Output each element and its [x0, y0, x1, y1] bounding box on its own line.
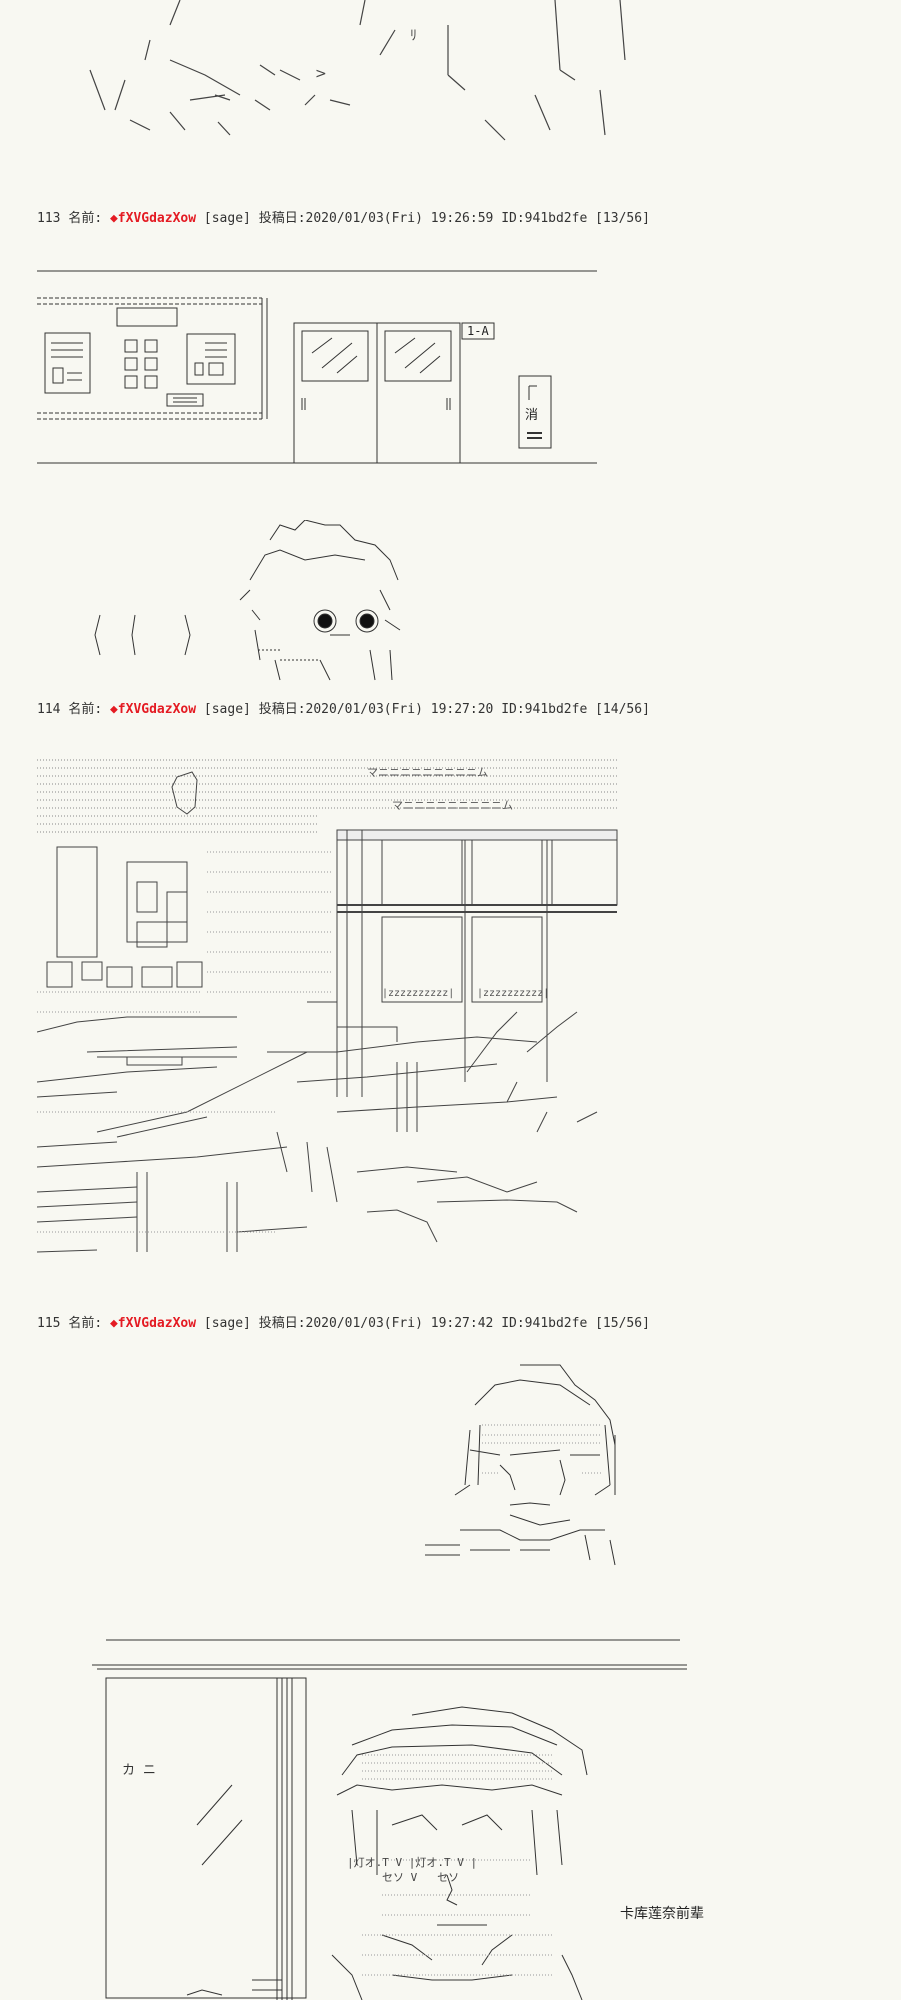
art-text-line: カ ニ	[122, 1763, 156, 1778]
extinguisher-label: 消	[525, 408, 539, 423]
post-id[interactable]: ID:941bd2fe	[501, 702, 588, 717]
name-label: 名前:	[68, 211, 103, 226]
art-text-line: |zzzzzzzzzz|	[382, 988, 455, 999]
ascii-art-large-scene: カ ニ |灯オ.T V |灯オ.T V | セソ V セソ	[92, 1635, 692, 2000]
art-text-line: |zzzzzzzzzz|	[477, 988, 550, 999]
caption: 卡库莲奈前辈	[620, 1906, 704, 1922]
post-id[interactable]: ID:941bd2fe	[501, 1316, 588, 1331]
post-header: 113 名前: ◆fXVGdazXow [sage] 投稿日:2020/01/0…	[37, 207, 650, 226]
post-datetime: 2020/01/03(Fri) 19:26:59	[305, 211, 494, 226]
post-mail: [sage]	[203, 1316, 251, 1331]
post-header: 114 名前: ◆fXVGdazXow [sage] 投稿日:2020/01/0…	[37, 698, 650, 717]
post-index: [15/56]	[595, 1316, 650, 1331]
date-label: 投稿日:	[258, 1316, 306, 1331]
post-number: 113	[37, 211, 61, 226]
post-header: 115 名前: ◆fXVGdazXow [sage] 投稿日:2020/01/0…	[37, 1312, 650, 1331]
date-label: 投稿日:	[258, 702, 306, 717]
post-datetime: 2020/01/03(Fri) 19:27:42	[305, 1316, 494, 1331]
poster-trip[interactable]: ◆fXVGdazXow	[109, 211, 197, 226]
date-label: 投稿日:	[258, 211, 306, 226]
post-index: [13/56]	[595, 211, 650, 226]
post-index: [14/56]	[595, 702, 650, 717]
post-number: 115	[37, 1316, 61, 1331]
name-label: 名前:	[68, 702, 103, 717]
art-text-line: セソ V セソ	[382, 1871, 460, 1884]
art-text-line: マニニニニニニニニニム	[367, 766, 488, 779]
post-datetime: 2020/01/03(Fri) 19:27:20	[305, 702, 494, 717]
ascii-art-classroom: マニニニニニニニニニム マニニニニニニニニニム |zzzzzzzzzz| |zz…	[37, 752, 627, 1262]
post-number: 114	[37, 702, 61, 717]
art-text-line: マニニニニニニニニニム	[392, 799, 513, 812]
post-mail: [sage]	[203, 211, 251, 226]
svg-text:ﾘ: ﾘ	[410, 28, 417, 44]
svg-text:>: >	[315, 66, 327, 82]
post-mail: [sage]	[203, 702, 251, 717]
post-id[interactable]: ID:941bd2fe	[501, 211, 588, 226]
poster-trip[interactable]: ◆fXVGdazXow	[109, 1316, 197, 1331]
ascii-art-hallway: 1-A 消	[37, 268, 597, 468]
ascii-art-top: ﾘ >	[30, 0, 630, 145]
poster-trip[interactable]: ◆fXVGdazXow	[109, 702, 197, 717]
art-text-line: |灯オ.T V |灯オ.T V |	[347, 1856, 478, 1869]
classroom-sign: 1-A	[467, 324, 489, 338]
ascii-art-small-character	[410, 1355, 630, 1570]
ascii-art-character-peek	[80, 520, 440, 685]
name-label: 名前:	[68, 1316, 103, 1331]
